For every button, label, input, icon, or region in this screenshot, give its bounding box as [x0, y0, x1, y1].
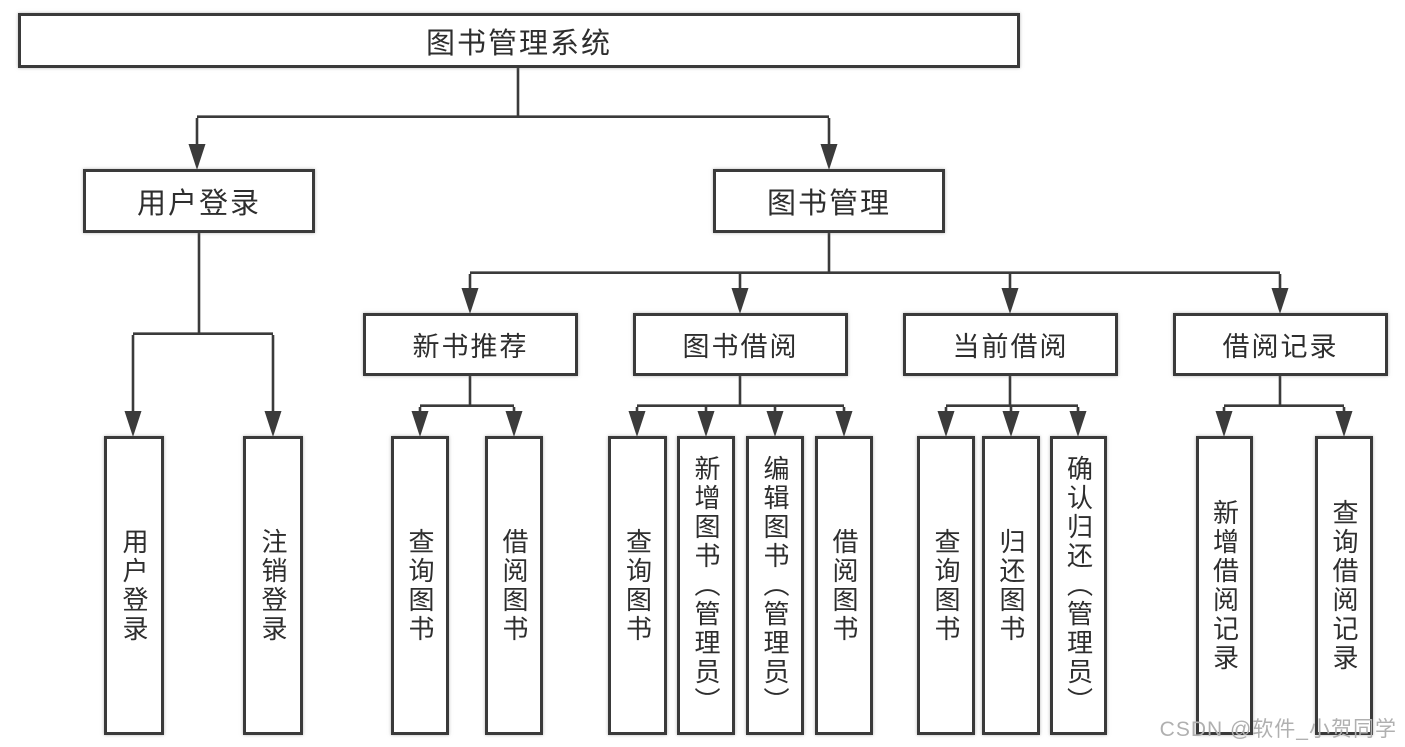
node-current-borrow: 当前借阅 — [903, 313, 1118, 376]
node-borrow-records: 借阅记录 — [1173, 313, 1388, 376]
leaf-query-books-recommend: 查询图书 — [391, 436, 449, 735]
node-library-management-system: 图书管理系统 — [18, 13, 1020, 68]
node-book-borrow: 图书借阅 — [633, 313, 848, 376]
leaf-query-borrow-record: 查询借阅记录 — [1315, 436, 1373, 735]
node-user-login: 用户登录 — [83, 169, 315, 233]
leaf-query-books-borrow: 查询图书 — [608, 436, 667, 735]
node-book-management: 图书管理 — [713, 169, 945, 233]
arrowheads — [124, 144, 1353, 437]
leaf-borrow-books: 借阅图书 — [815, 436, 873, 735]
node-new-book-recommend: 新书推荐 — [363, 313, 578, 376]
csdn-watermark: CSDN @软件_小贺同学 — [1159, 718, 1397, 741]
connector-strokes — [131, 68, 1346, 414]
leaf-logout: 注销登录 — [243, 436, 303, 735]
leaf-confirm-return-admin: 确认归还（管理员） — [1050, 436, 1107, 735]
leaf-borrow-books-recommend: 借阅图书 — [485, 436, 543, 735]
leaf-edit-book-admin: 编辑图书（管理员） — [746, 436, 804, 735]
leaf-add-book-admin: 新增图书（管理员） — [677, 436, 735, 735]
leaf-add-borrow-record: 新增借阅记录 — [1196, 436, 1253, 735]
leaf-user-login: 用户登录 — [104, 436, 164, 735]
leaf-query-books-current: 查询图书 — [917, 436, 975, 735]
leaf-return-book: 归还图书 — [982, 436, 1040, 735]
